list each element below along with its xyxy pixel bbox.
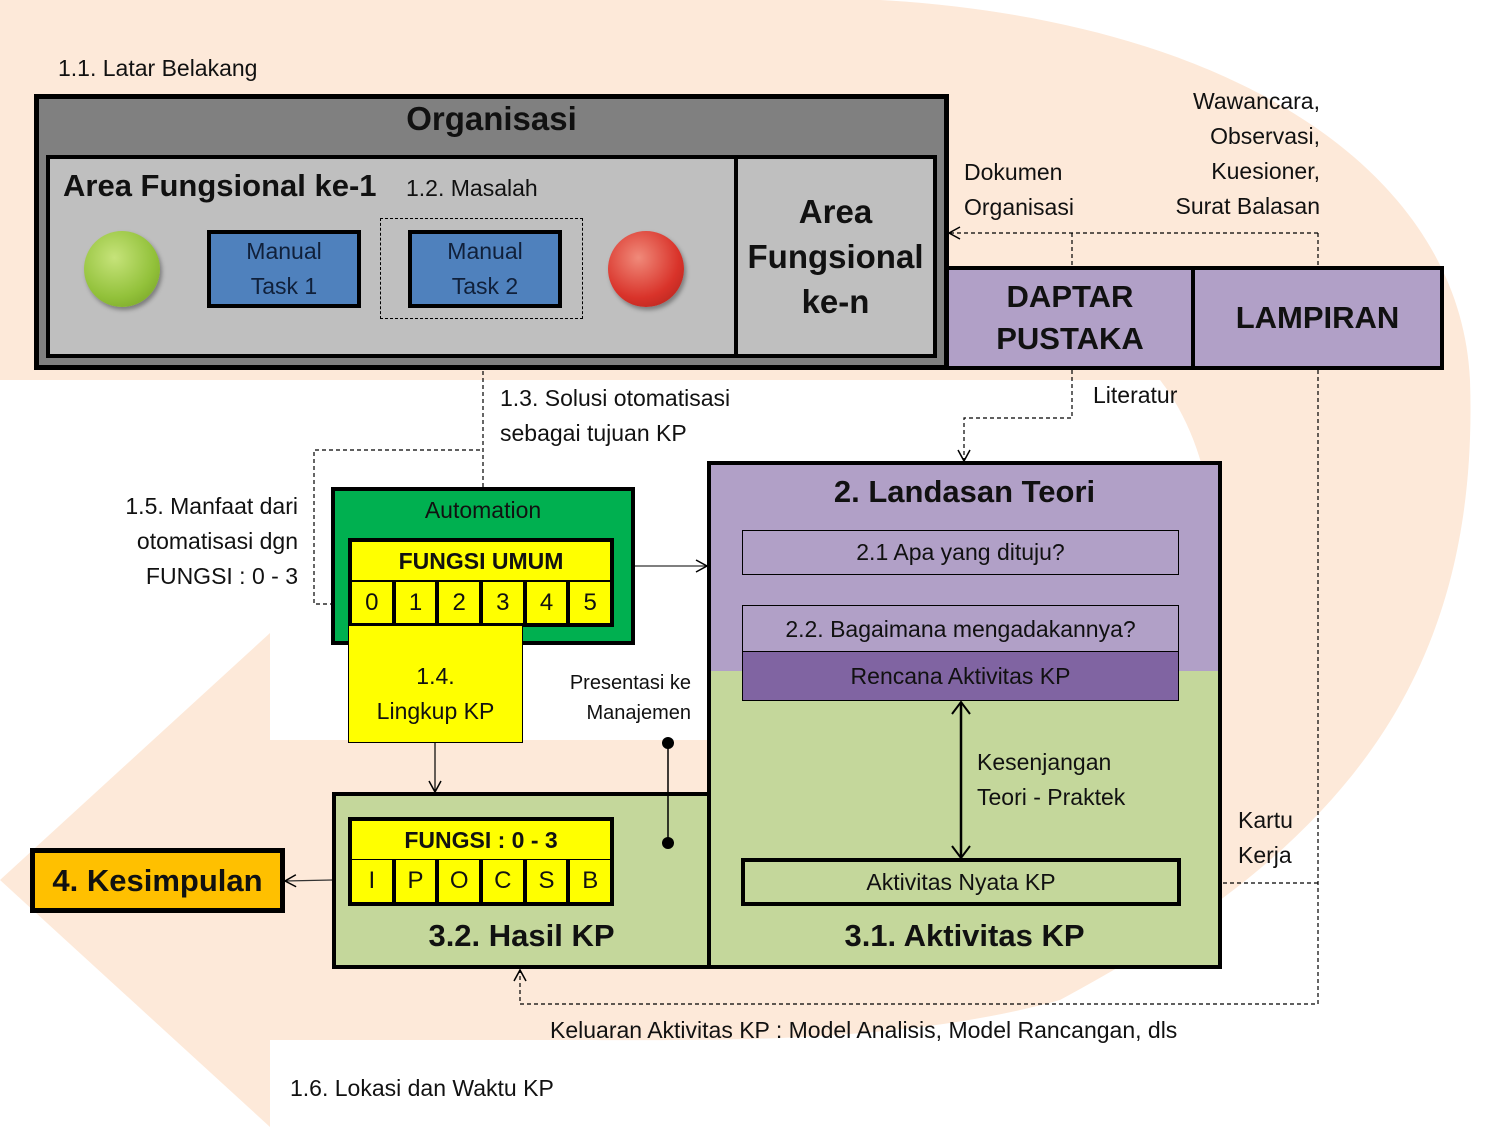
- landasan-teori-title: 2. Landasan Teori: [833, 474, 1096, 509]
- label-literatur: Literatur: [1093, 382, 1178, 408]
- fungsi-cell: 5: [570, 582, 611, 623]
- area-fungsional-1-title: Area Fungsional ke-1: [63, 168, 377, 203]
- presentasi-line2: Manajemen: [586, 702, 691, 724]
- organisasi-title: Organisasi: [406, 100, 577, 137]
- label-wawancara: Wawancara, Observasi, Kuesioner, Surat B…: [1140, 84, 1320, 224]
- start-event-icon: [84, 231, 160, 307]
- lingkup-kp-box: 1.4. Lingkup KP: [348, 625, 523, 743]
- rencana-aktivitas-kp: Rencana Aktivitas KP: [742, 651, 1179, 701]
- presentasi-dot-top: [662, 737, 674, 749]
- end-event-icon: [608, 231, 684, 307]
- task1-line2: Task 1: [250, 273, 318, 299]
- arean-line3: ke-n: [801, 283, 870, 320]
- ipocsb-cell: S: [526, 860, 571, 902]
- wawancara-line2: Observasi,: [1210, 123, 1320, 149]
- fungsi-cell: 2: [439, 582, 484, 623]
- masalah-highlight-box: [380, 218, 583, 319]
- daptar-line1: DAPTAR: [1006, 279, 1134, 314]
- wawancara-line3: Kuesioner,: [1211, 158, 1320, 184]
- aktivitas-kp-box: [707, 667, 1222, 969]
- label-manfaat: 1.5. Manfaat dari otomatisasi dgn FUNGSI…: [70, 489, 298, 594]
- solusi-line2: sebagai tujuan KP: [500, 420, 687, 446]
- ipocsb-cells: I P O C S B: [348, 860, 614, 906]
- wawancara-line1: Wawancara,: [1193, 88, 1320, 114]
- question-2-2: 2.2. Bagaimana mengadakannya?: [742, 605, 1179, 653]
- label-solusi: 1.3. Solusi otomatisasi sebagai tujuan K…: [500, 381, 730, 451]
- lampiran-box: LAMPIRAN: [1191, 266, 1444, 370]
- label-masalah: 1.2. Masalah: [406, 175, 538, 201]
- automation-title: Automation: [424, 497, 542, 523]
- label-dokumen-organisasi: Dokumen Organisasi: [964, 155, 1074, 225]
- task1-line1: Manual: [246, 238, 322, 264]
- aktivitas-kp-title: 3.1. Aktivitas KP: [844, 918, 1085, 953]
- kartu-line1: Kartu: [1238, 807, 1293, 833]
- fungsi-cell: 3: [483, 582, 527, 623]
- fungsi-cell: 4: [526, 582, 571, 623]
- solusi-line1: 1.3. Solusi otomatisasi: [500, 385, 731, 411]
- dokumen-line2: Organisasi: [964, 194, 1074, 220]
- aktivitas-nyata-kp: Aktivitas Nyata KP: [741, 858, 1181, 906]
- label-presentasi: Presentasi ke Manajemen: [540, 668, 691, 728]
- wawancara-line4: Surat Balasan: [1175, 193, 1320, 219]
- ipocsb-cell: C: [483, 860, 527, 902]
- manfaat-line3: FUNGSI : 0 - 3: [145, 563, 298, 589]
- literatur-arrow: [957, 370, 1073, 463]
- kesenjangan-line2: Teori - Praktek: [977, 784, 1126, 810]
- hasil-kesimpulan-arrow: [283, 874, 333, 888]
- kesenjangan-line1: Kesenjangan: [977, 749, 1112, 775]
- presentasi-line1: Presentasi ke: [569, 672, 691, 694]
- daptar-line2: PUSTAKA: [996, 321, 1144, 356]
- ipocsb-cell: O: [439, 860, 484, 902]
- kartu-line2: Kerja: [1238, 842, 1292, 868]
- manfaat-line2: otomatisasi dgn: [136, 528, 298, 554]
- manfaat-line1: 1.5. Manfaat dari: [125, 493, 298, 519]
- task2-line2: Task 2: [451, 273, 519, 299]
- question-2-1: 2.1 Apa yang dituju?: [742, 530, 1179, 575]
- kesimpulan-box: 4. Kesimpulan: [30, 848, 285, 913]
- arean-line2: Fungsional: [747, 238, 924, 275]
- task2-line1: Manual: [447, 238, 523, 264]
- lingkup-line2: Lingkup KP: [376, 698, 495, 724]
- ipocsb-cell: B: [570, 860, 611, 902]
- label-keluaran: Keluaran Aktivitas KP : Model Analisis, …: [550, 1017, 1178, 1043]
- lampiran-connector: [513, 370, 1319, 1005]
- label-kesenjangan: Kesenjangan Teori - Praktek: [977, 745, 1125, 815]
- fungsi-cell: 1: [395, 582, 440, 623]
- arean-line1: Area: [798, 193, 873, 230]
- dokumen-line1: Dokumen: [964, 159, 1063, 185]
- ipocsb-cell: I: [352, 860, 396, 902]
- fungsi-cell: 0: [352, 582, 396, 623]
- fungsi-umum-cells: 0 1 2 3 4 5: [348, 582, 614, 627]
- label-kartu-kerja: Kartu Kerja: [1238, 803, 1293, 873]
- hasil-kp-title: 3.2. Hasil KP: [428, 918, 615, 953]
- fungsi-0-3-header: FUNGSI : 0 - 3: [348, 817, 614, 863]
- lingkup-line1: 1.4.: [416, 663, 455, 689]
- daptar-pustaka-box: DAPTAR PUSTAKA: [945, 266, 1195, 370]
- label-lokasi: 1.6. Lokasi dan Waktu KP: [290, 1075, 554, 1101]
- fungsi-umum-header: FUNGSI UMUM: [348, 538, 614, 584]
- label-latar-belakang: 1.1. Latar Belakang: [58, 55, 258, 81]
- ipocsb-cell: P: [395, 860, 440, 902]
